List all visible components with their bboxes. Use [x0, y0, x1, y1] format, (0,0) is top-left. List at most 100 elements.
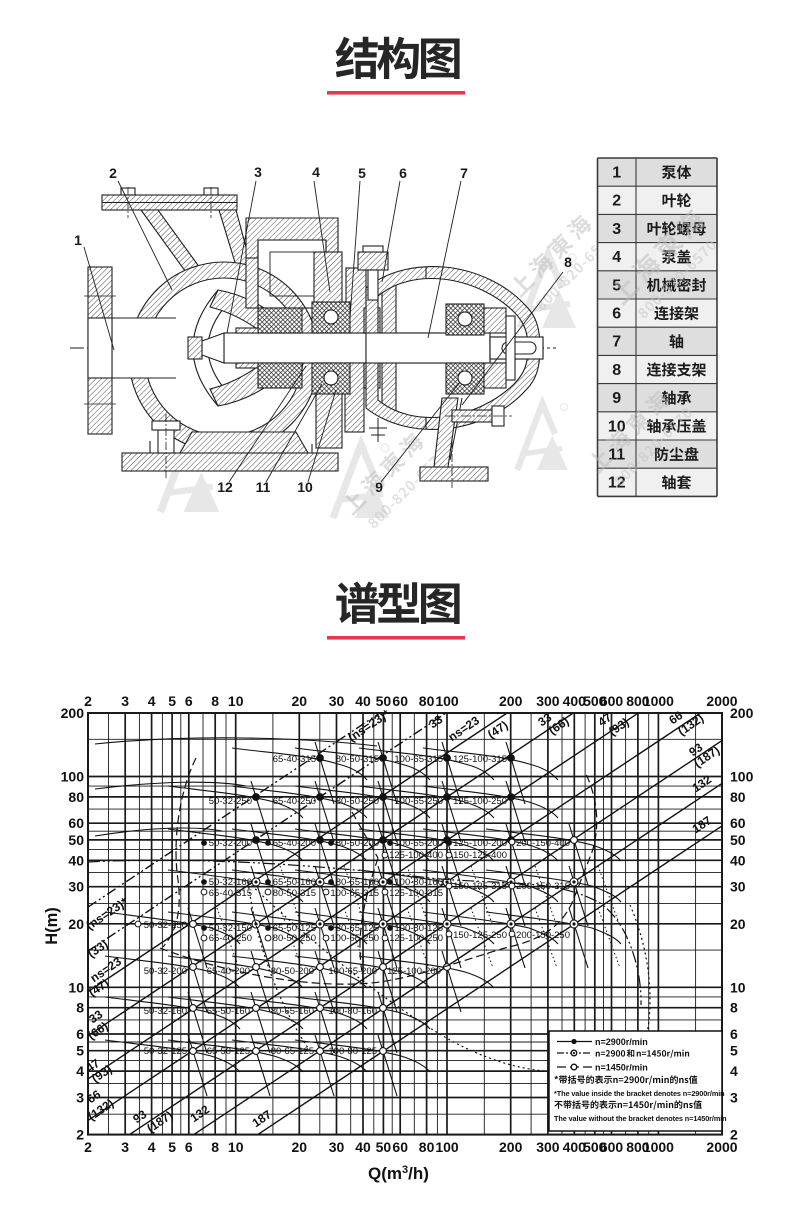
- svg-text:5: 5: [168, 1139, 176, 1155]
- svg-text:100-65-315: 100-65-315: [394, 754, 443, 765]
- svg-text:20: 20: [68, 916, 84, 932]
- svg-text:4: 4: [312, 164, 320, 180]
- svg-text:50-32-200: 50-32-200: [144, 966, 187, 977]
- svg-text:4: 4: [76, 1063, 84, 1079]
- svg-text:30: 30: [329, 693, 345, 709]
- svg-text:1000: 1000: [643, 1139, 674, 1155]
- svg-text:65-40-315: 65-40-315: [209, 888, 252, 899]
- svg-text:150-125-315: 150-125-315: [453, 881, 507, 892]
- svg-text:7: 7: [460, 165, 468, 181]
- svg-text:80-50-200: 80-50-200: [336, 838, 379, 849]
- svg-text:5: 5: [358, 165, 366, 181]
- svg-text:300: 300: [536, 1139, 560, 1155]
- svg-text:187: 187: [690, 813, 715, 836]
- svg-text:6: 6: [730, 1026, 738, 1042]
- svg-text:20: 20: [292, 693, 308, 709]
- svg-text:2: 2: [612, 193, 621, 210]
- svg-text:80-50-315: 80-50-315: [273, 888, 316, 899]
- svg-text:6: 6: [76, 1026, 84, 1042]
- svg-text:10: 10: [68, 979, 84, 995]
- svg-text:200-150-250: 200-150-250: [516, 930, 570, 941]
- svg-text:200: 200: [730, 705, 754, 721]
- svg-text:100-80-125: 100-80-125: [394, 923, 443, 934]
- svg-text:9: 9: [375, 479, 383, 495]
- svg-text:8: 8: [76, 1000, 84, 1016]
- svg-text:n=1450r/min: n=1450r/min: [595, 1063, 648, 1073]
- svg-text:300: 300: [536, 693, 560, 709]
- svg-text:2: 2: [730, 1127, 738, 1143]
- svg-text:50-32-150: 50-32-150: [209, 923, 252, 934]
- svg-text:60: 60: [730, 815, 746, 831]
- svg-text:65-50-125: 65-50-125: [207, 1046, 250, 1057]
- svg-text:2: 2: [84, 1139, 92, 1155]
- svg-text:60: 60: [392, 1139, 408, 1155]
- svg-text:80-50-315: 80-50-315: [336, 754, 379, 765]
- svg-text:65-40-200: 65-40-200: [207, 966, 250, 977]
- svg-text:6: 6: [185, 693, 193, 709]
- svg-text:6: 6: [612, 306, 621, 323]
- svg-text:10: 10: [228, 1139, 244, 1155]
- svg-text:100-65-315: 100-65-315: [330, 888, 379, 899]
- svg-text:*The value inside the bracket: *The value inside the bracket denotes n=…: [554, 1089, 725, 1098]
- svg-text:40: 40: [730, 852, 746, 868]
- svg-text:150-125-400: 150-125-400: [453, 850, 507, 861]
- svg-text:40: 40: [355, 693, 371, 709]
- svg-text:80-50-250: 80-50-250: [273, 933, 316, 944]
- svg-text:The value without the bracket: The value without the bracket denotes n=…: [554, 1114, 727, 1123]
- svg-text:65-40-315: 65-40-315: [273, 754, 316, 765]
- svg-text:100: 100: [435, 693, 459, 709]
- svg-text:200-150-315: 200-150-315: [516, 881, 570, 892]
- svg-text:3: 3: [612, 221, 621, 238]
- svg-text:80-65-125: 80-65-125: [271, 1046, 314, 1057]
- svg-text:200: 200: [499, 693, 523, 709]
- svg-text:(47): (47): [485, 718, 511, 742]
- svg-text:600: 600: [600, 693, 624, 709]
- svg-text:2: 2: [76, 1127, 84, 1143]
- svg-text:100-65-250: 100-65-250: [394, 796, 443, 807]
- svg-text:500: 500: [583, 693, 607, 709]
- svg-text:11: 11: [256, 479, 271, 495]
- svg-text:100-80-160: 100-80-160: [394, 877, 443, 888]
- svg-text:65-40-200: 65-40-200: [273, 838, 316, 849]
- svg-text:125-100-400: 125-100-400: [389, 850, 443, 861]
- svg-text:100: 100: [61, 769, 85, 785]
- svg-text:100: 100: [435, 1139, 459, 1155]
- svg-text:12: 12: [217, 479, 233, 495]
- svg-text:4: 4: [612, 249, 621, 266]
- svg-text:(187): (187): [144, 1108, 175, 1135]
- svg-text:4: 4: [148, 693, 156, 709]
- svg-text:80-50-200: 80-50-200: [271, 966, 314, 977]
- svg-text:100: 100: [730, 769, 754, 785]
- svg-text:12: 12: [608, 475, 626, 492]
- svg-text:3: 3: [121, 1139, 129, 1155]
- svg-text:6: 6: [399, 165, 407, 181]
- svg-text:100-65-250: 100-65-250: [330, 933, 379, 944]
- svg-text:800: 800: [626, 1139, 650, 1155]
- svg-text:3: 3: [121, 693, 129, 709]
- svg-text:50-32-125: 50-32-125: [144, 1046, 187, 1057]
- svg-text:500: 500: [583, 1139, 607, 1155]
- svg-text:80: 80: [68, 789, 84, 805]
- svg-text:5: 5: [168, 693, 176, 709]
- svg-text:60: 60: [392, 693, 408, 709]
- svg-text:20: 20: [292, 1139, 308, 1155]
- svg-text:50: 50: [68, 832, 84, 848]
- svg-text:2: 2: [84, 693, 92, 709]
- svg-text:50: 50: [730, 832, 746, 848]
- svg-text:10: 10: [730, 979, 746, 995]
- svg-text:8: 8: [730, 1000, 738, 1016]
- svg-text:50-32-160: 50-32-160: [209, 877, 252, 888]
- svg-text:40: 40: [355, 1139, 371, 1155]
- svg-text:65-40-250: 65-40-250: [209, 933, 252, 944]
- svg-text:125-100-315: 125-100-315: [389, 888, 443, 899]
- svg-text:H(m): H(m): [43, 907, 61, 945]
- svg-text:4: 4: [730, 1063, 738, 1079]
- svg-text:600: 600: [600, 1139, 624, 1155]
- svg-text:2: 2: [109, 165, 117, 181]
- svg-text:125-100-250: 125-100-250: [453, 796, 507, 807]
- svg-text:125-100-200: 125-100-200: [387, 966, 441, 977]
- svg-text:8: 8: [564, 254, 572, 270]
- svg-text:3: 3: [76, 1090, 84, 1106]
- svg-text:50-32-200: 50-32-200: [209, 838, 252, 849]
- svg-text:1: 1: [74, 232, 82, 248]
